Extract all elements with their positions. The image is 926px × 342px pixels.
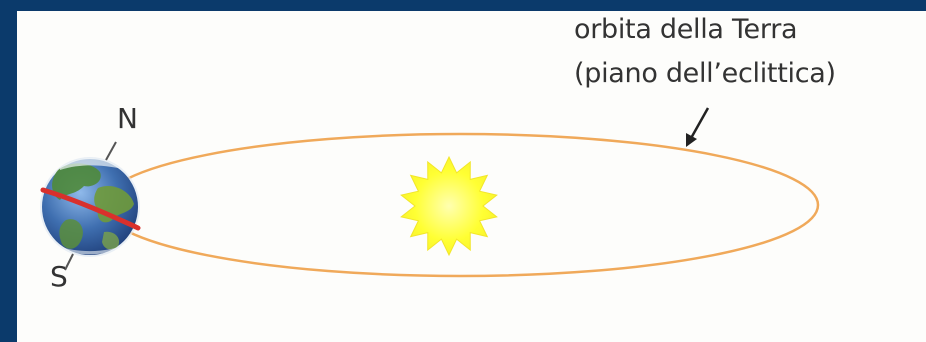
earth-globe-icon bbox=[40, 142, 140, 270]
sun-icon bbox=[401, 157, 497, 255]
south-pole-label: S bbox=[50, 263, 68, 291]
pointer-arrow-icon bbox=[686, 108, 708, 147]
north-pole-label: N bbox=[117, 105, 138, 133]
orbit-label-line2: (piano dell’eclittica) bbox=[574, 60, 836, 87]
north-axis-line bbox=[106, 142, 116, 160]
orbit-label-line1: orbita della Terra bbox=[574, 16, 797, 43]
